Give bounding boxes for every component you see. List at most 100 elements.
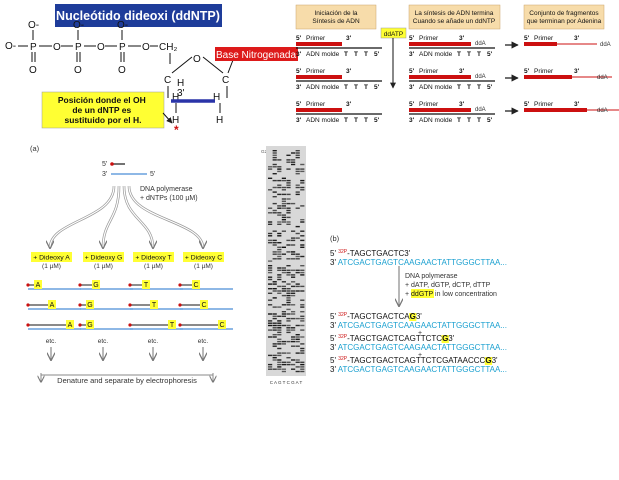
primer-bar [409, 75, 471, 79]
dideoxy-base-box [92, 280, 100, 289]
gel-band [272, 343, 277, 345]
gel-band [272, 230, 277, 232]
strand-3prime-top: 3' [459, 35, 465, 42]
b-reagents1: + dATP, dGTP, dCTP, dTTP [405, 282, 491, 289]
gel-band [286, 324, 291, 327]
gel-band [277, 285, 282, 288]
panel-a-label: (a) [30, 144, 40, 153]
gel-band [295, 283, 300, 285]
gel-band [300, 306, 305, 308]
radiolabel [128, 283, 132, 287]
gel-band [272, 297, 277, 299]
gel-band [286, 361, 291, 363]
distribution-arrows [50, 185, 203, 248]
fragment-dda: ddA [597, 75, 608, 81]
gel-band [295, 154, 300, 156]
b-3prime-top: 3' [448, 334, 454, 343]
gel-band [286, 352, 291, 354]
b-top-strand: 5' 32P-TAGCTGACTC3' [330, 249, 411, 258]
gel-band [281, 177, 286, 179]
strand-5prime-top: 5' [409, 35, 415, 42]
gel-band [286, 168, 291, 170]
gel-band [277, 255, 282, 258]
gel-band [295, 258, 300, 260]
panel-a-primer-label [110, 162, 114, 166]
gel-band [300, 205, 305, 207]
panel-header-box-2 [408, 4, 501, 30]
b-sequence: -TAGCTGACTCAGTTCTC [347, 334, 442, 343]
fan-arrow [103, 185, 120, 248]
gel-band [277, 324, 282, 327]
reaction-conc: (1 µM) [42, 263, 61, 270]
reaction-etc: etc. [198, 338, 209, 345]
atom-o-bridge3: O [142, 42, 150, 53]
gel-band [268, 278, 273, 281]
gel-band [272, 251, 277, 253]
gel-band [300, 368, 305, 370]
gel-band [281, 246, 286, 248]
gel-band [300, 235, 305, 237]
oh-note-line1: Posición donde el OH [58, 95, 146, 105]
gel-band [286, 244, 291, 246]
reaction-label-box [183, 252, 224, 262]
gel-band [277, 214, 282, 216]
gel-band [291, 239, 296, 242]
gel-band [291, 317, 296, 320]
dideoxy-base: A [36, 282, 41, 289]
gel-band [272, 179, 277, 182]
gel-band [300, 271, 305, 274]
gel-band [277, 276, 282, 278]
reaction-conc: (1 µM) [94, 263, 113, 270]
radiolabel [78, 283, 82, 287]
gel-band [291, 327, 296, 329]
gel-band [291, 202, 296, 205]
molde-label: ADN molde [306, 84, 340, 91]
b-p32: 32P [338, 249, 348, 255]
fragment-3prime: 3' [574, 101, 580, 108]
gel-band [286, 331, 291, 334]
gel-band [268, 354, 273, 357]
gel-band [268, 242, 273, 244]
b-dideoxy-g: G [442, 334, 448, 343]
template-t: T [354, 51, 358, 58]
strand-5prime-bottom: 5' [374, 117, 380, 124]
gel-band [295, 338, 300, 340]
radiolabel [26, 303, 30, 307]
gel-band [300, 315, 305, 317]
panel-a: (a) 5' 3' 5' DNA polymerase + dNTPs (100… [26, 144, 233, 385]
gel-band [300, 219, 305, 221]
gel-band [277, 253, 282, 255]
primer-bar [296, 75, 342, 79]
fragment-bar [524, 108, 587, 112]
fragment-5prime: 5' [524, 35, 530, 42]
gel-band [295, 340, 300, 343]
b-5prime: 5' [330, 356, 338, 365]
gel-band [291, 269, 296, 271]
gel-band [286, 239, 291, 242]
ring-h-right: H [213, 92, 220, 103]
gel-band [272, 159, 277, 161]
oh-note-box [41, 91, 165, 129]
gel-band [291, 329, 296, 331]
b-p32: 32P [338, 312, 348, 318]
gel-band [277, 186, 282, 189]
gel-band [272, 152, 277, 154]
gel-band [281, 193, 286, 196]
gel-band [277, 368, 282, 370]
gel-band [286, 221, 291, 223]
gel-band [277, 212, 282, 214]
phosphate-chain: O- P O- O O P O- O O P O- O O C [5, 20, 177, 76]
b-template: ATCGACTGAGTCAAGAACTATTGGGCTTAA... [338, 321, 507, 330]
template-t: T [467, 51, 471, 58]
gel-band [291, 274, 296, 276]
gel-band [268, 288, 273, 290]
gel-band [281, 315, 286, 317]
dideoxy-base-box [168, 320, 176, 329]
fragment-dda: ddA [600, 42, 611, 48]
strand-3prime-top: 3' [346, 35, 352, 42]
oh-note-line3: sustituido por el H. [65, 115, 142, 125]
oh-note: Posición donde el OH de un dNTP es susti… [58, 95, 148, 125]
gel-band [277, 258, 282, 260]
